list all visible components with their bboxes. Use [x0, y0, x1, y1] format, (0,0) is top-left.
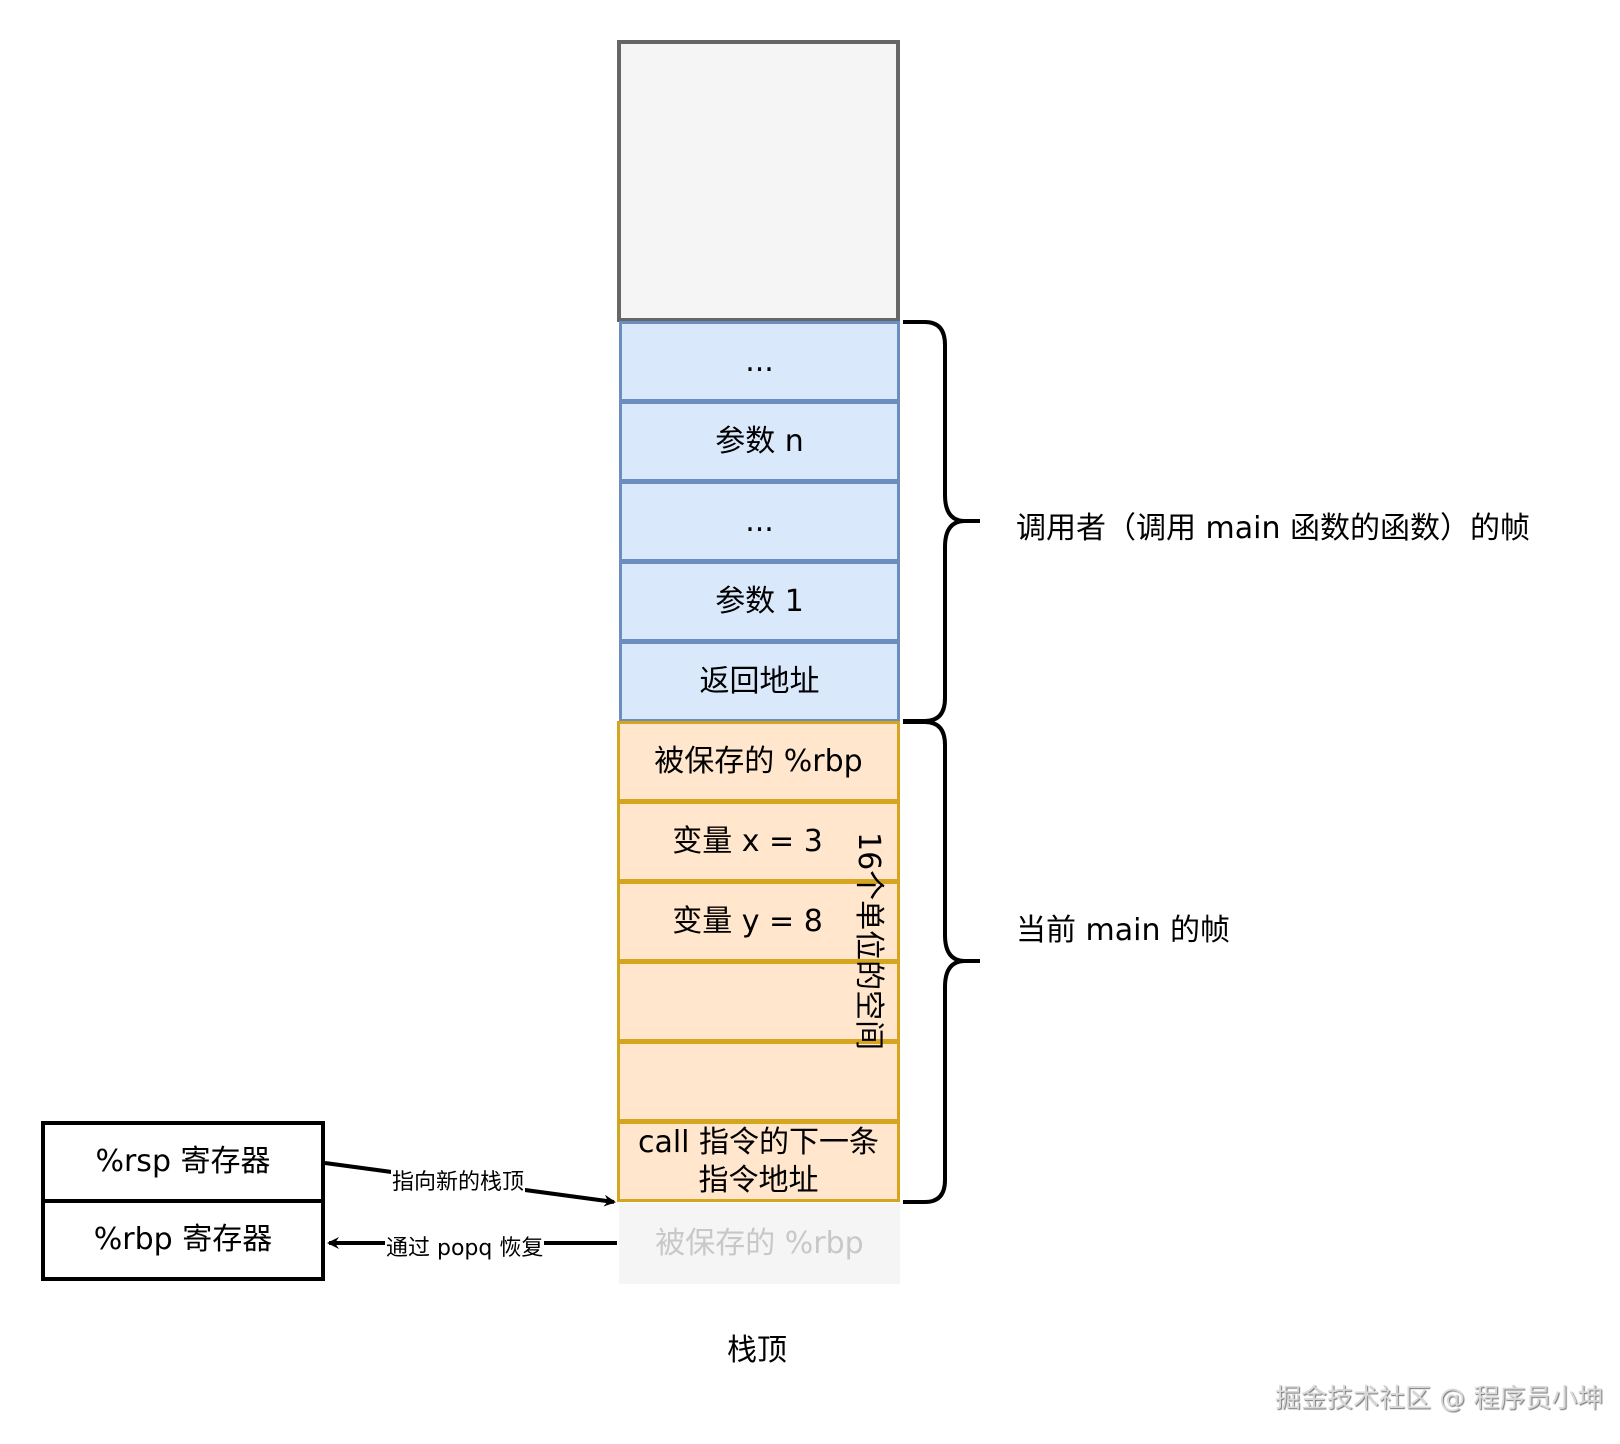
register-label: %rsp 寄存器: [95, 1144, 271, 1179]
cell-label: 返回地址: [699, 663, 820, 699]
cell-label: call 指令的下一条 指令地址: [637, 1124, 880, 1198]
stack-cell-empty-2: [617, 1041, 900, 1122]
caller-frame-label: 调用者（调用 main 函数的函数）的帧: [1016, 511, 1531, 546]
cell-label: 参数 n: [715, 423, 804, 459]
cell-label: 被保存的 %rbp: [654, 743, 863, 779]
cell-label: ...: [745, 503, 774, 539]
stack-cell-arg-1: 参数 1: [619, 561, 900, 642]
watermark: 掘金技术社区 @ 程序员小坤: [1275, 1384, 1604, 1414]
cell-label: 被保存的 %rbp: [655, 1225, 864, 1261]
stack-cell-saved-rbp: 被保存的 %rbp: [617, 721, 900, 802]
rbp-arrow-label: 通过 popq 恢复: [385, 1230, 545, 1262]
cell-label: 参数 1: [715, 583, 804, 619]
rsp-arrow-label: 指向新的栈顶: [391, 1164, 526, 1196]
stack-cell-var-x: 变量 x = 3: [617, 801, 900, 882]
rbp-register-box: %rbp 寄存器: [41, 1199, 325, 1281]
stack-top-label: 栈顶: [727, 1333, 787, 1368]
register-label: %rbp 寄存器: [93, 1222, 273, 1257]
caller-frame-brace-icon: [903, 320, 980, 723]
unused-stack-area: [617, 40, 900, 322]
cell-label: 变量 y = 8: [672, 903, 823, 939]
stack-cell-return-instruction: call 指令的下一条 指令地址: [617, 1121, 900, 1202]
cell-label: ...: [745, 343, 774, 379]
stack-cell-caller-ellipsis-mid: ...: [619, 481, 900, 562]
stack-cell-empty-1: [617, 961, 900, 1042]
stack-cell-var-y: 变量 y = 8: [617, 881, 900, 962]
main-frame-label: 当前 main 的帧: [1016, 913, 1231, 948]
stack-cell-popped-rbp: 被保存的 %rbp: [619, 1203, 900, 1284]
stack-cell-return-address: 返回地址: [619, 641, 900, 722]
stack-cell-arg-n: 参数 n: [619, 401, 900, 482]
stack-cell-caller-ellipsis-top: ...: [619, 321, 900, 402]
cell-label: 变量 x = 3: [672, 823, 823, 859]
main-frame-brace-icon: [903, 720, 980, 1204]
